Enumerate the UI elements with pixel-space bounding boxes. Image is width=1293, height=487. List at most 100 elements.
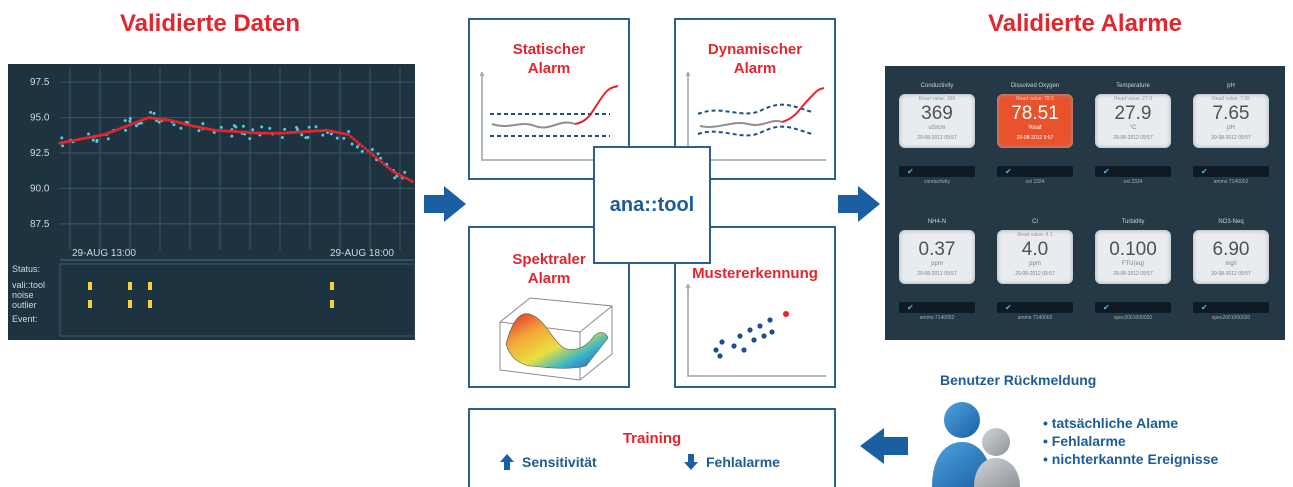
- series-point: [238, 130, 242, 134]
- series-point: [144, 117, 148, 121]
- tile-action-bar[interactable]: ✔: [1193, 302, 1269, 313]
- feedback-item: • nichterkannte Ereignisse: [1043, 451, 1219, 467]
- raw-point: [124, 128, 128, 132]
- arrow-up-icon: [500, 454, 514, 470]
- check-icon[interactable]: ✔: [1201, 303, 1208, 312]
- series-point: [197, 125, 201, 129]
- tile-parameter: NH4-N: [927, 219, 947, 225]
- raw-point: [393, 176, 397, 180]
- tile-date: 29-08-2012 09:57: [917, 271, 957, 277]
- tile-action-bar[interactable]: ✔: [997, 302, 1073, 313]
- series-point: [63, 140, 68, 144]
- series-point: [122, 125, 126, 129]
- raw-point: [219, 125, 223, 129]
- pattern-scatter-icon: [685, 284, 826, 377]
- raw-point: [86, 132, 90, 136]
- series-point: [327, 129, 331, 133]
- tile-value: 78.51: [1011, 103, 1059, 124]
- check-icon[interactable]: ✔: [1005, 303, 1012, 312]
- tile-device: ammo 7140002: [1017, 315, 1053, 321]
- status-mark: [88, 300, 92, 308]
- series-point: [155, 117, 159, 121]
- series-point: [388, 167, 392, 171]
- raw-point: [128, 119, 132, 123]
- arrow-right-icon: [424, 186, 466, 222]
- series-point: [321, 128, 326, 133]
- series-point: [124, 124, 129, 128]
- tile-unit: %sat: [1028, 125, 1042, 131]
- check-icon[interactable]: ✔: [1005, 167, 1012, 176]
- tile-action-bar[interactable]: ✔: [899, 302, 975, 313]
- ana-tool-center: ana::tool: [593, 146, 711, 264]
- series-point: [344, 132, 348, 136]
- arrow-left-icon: [860, 428, 908, 464]
- series-point: [100, 133, 104, 137]
- raw-point: [403, 170, 407, 174]
- series-point: [299, 130, 303, 134]
- static-alarm-title: Statischer Alarm: [512, 41, 586, 77]
- series-point: [332, 130, 337, 134]
- tile-read-value: Read value: 78.5: [1016, 96, 1054, 102]
- raw-point: [106, 137, 110, 141]
- feedback-list: • tatsächliche Alame • Fehlalarme • nich…: [1043, 414, 1218, 468]
- raw-point: [149, 110, 153, 114]
- dynamic-alarm-title: Dynamischer Alarm: [707, 41, 803, 77]
- raw-point: [314, 125, 318, 129]
- series-point: [341, 131, 345, 136]
- tile-parameter: Dissolved Oxygen: [1010, 83, 1060, 89]
- series-point: [294, 130, 298, 134]
- tile-action-bar[interactable]: ✔: [1095, 166, 1171, 177]
- series-point: [280, 131, 284, 135]
- series-point: [97, 134, 101, 138]
- raw-point: [61, 144, 65, 148]
- series-point: [305, 129, 309, 134]
- series-point: [130, 122, 134, 126]
- raw-point: [260, 125, 264, 129]
- series-point: [255, 131, 259, 135]
- status-label: Event:: [12, 314, 38, 324]
- check-icon[interactable]: ✔: [1103, 167, 1110, 176]
- feedback-title: Benutzer Rückmeldung: [940, 372, 1097, 388]
- tile-action-bar[interactable]: ✔: [997, 166, 1073, 177]
- series-point: [94, 134, 98, 138]
- status-label: vali::tool: [12, 280, 45, 290]
- series-point: [230, 129, 234, 133]
- series-point: [75, 138, 79, 142]
- series-point: [302, 130, 306, 134]
- series-point: [83, 136, 87, 140]
- series-point: [319, 129, 323, 133]
- check-icon[interactable]: ✔: [1103, 303, 1110, 312]
- raw-point: [128, 116, 132, 120]
- tile-unit: °C: [1129, 125, 1137, 131]
- tile-action-bar[interactable]: ✔: [1193, 166, 1269, 177]
- series-point: [152, 116, 156, 120]
- series-point: [208, 127, 212, 131]
- series-point: [172, 119, 176, 123]
- check-icon[interactable]: ✔: [907, 303, 914, 312]
- series-point: [405, 176, 409, 181]
- raw-point: [321, 133, 325, 137]
- tile-read-value: Read value: 4.1: [1017, 232, 1053, 238]
- raw-point: [342, 136, 346, 140]
- raw-point: [355, 145, 359, 149]
- series-point: [205, 127, 209, 131]
- series-point: [316, 129, 320, 133]
- tile-action-bar[interactable]: ✔: [1095, 302, 1171, 313]
- tile-date: 29-08-2012 9:57: [1016, 135, 1054, 141]
- tile-parameter: Temperature: [1116, 83, 1150, 89]
- feedback-item: • Fehlalarme: [1043, 433, 1126, 449]
- series-point: [86, 136, 90, 140]
- y-tick-label: 92.5: [30, 148, 50, 159]
- tile-action-bar[interactable]: ✔: [899, 166, 975, 177]
- check-icon[interactable]: ✔: [907, 167, 914, 176]
- check-icon[interactable]: ✔: [1201, 167, 1208, 176]
